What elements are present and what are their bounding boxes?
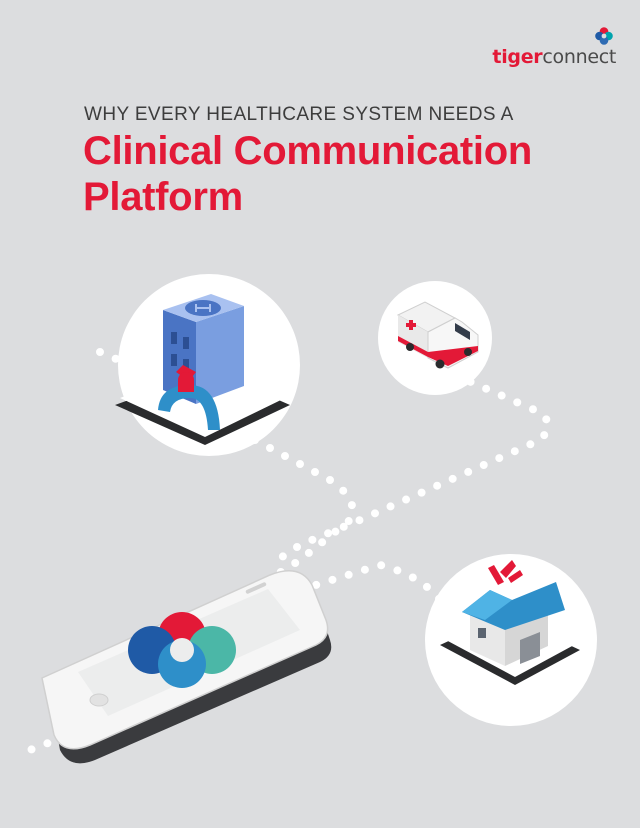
ambulance-icon: [396, 301, 479, 369]
brand-logo: tigerconnect: [492, 26, 616, 67]
smartphone-icon: [41, 570, 332, 764]
title-line-1: Clinical Communication: [83, 129, 533, 173]
ambulance-scene: [378, 281, 492, 395]
hospital-icon: [158, 294, 244, 430]
page-title: Clinical Communication Platform: [83, 128, 532, 220]
eyebrow-heading: WHY EVERY HEALTHCARE SYSTEM NEEDS A: [84, 104, 514, 125]
logo-mark-icon: [595, 27, 613, 45]
title-line-2: Platform: [83, 175, 243, 219]
logo-connect-text: connect: [542, 46, 616, 68]
logo-tiger-text: tiger: [492, 46, 543, 68]
house-icon: [462, 560, 565, 666]
hospital-scene: [115, 274, 300, 456]
house-scene: [425, 554, 597, 726]
app-logo-icon: [128, 612, 236, 688]
logo-wordmark: tigerconnect: [492, 48, 616, 67]
